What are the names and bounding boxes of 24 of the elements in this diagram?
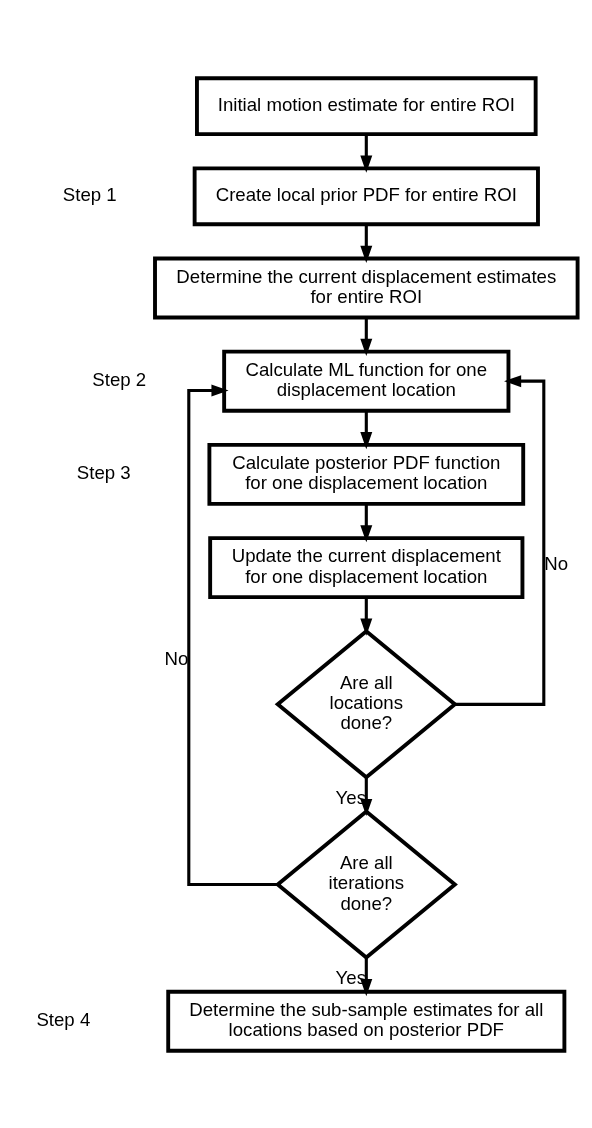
node-box: Determine the current displacement estimates for entire ROI [153,256,580,319]
arrow [187,384,278,886]
label: Step 2 [92,368,147,390]
arrow [360,596,373,636]
arrow [360,957,373,996]
arrow [360,223,373,263]
arrow [360,133,373,173]
arrow [360,503,373,542]
label: Step 3 [76,461,131,483]
node-box: Calculate posterior PDF function for one displacement location [207,442,526,506]
label: Step 1 [62,183,117,205]
node-box: Update the current displacement for one displacement location [208,535,525,599]
node-diamond: Are all iterations done? [274,808,458,960]
arrow [360,410,373,449]
node-box: Determine the sub-sample estimates for all locations based on posterior PDF [166,989,567,1053]
arrow [455,374,546,706]
node-box: Calculate ML function for one displacement location [222,349,511,413]
node-box: Initial motion estimate for entire ROI [195,75,538,136]
label: Step 4 [36,1008,91,1030]
edge-label: No [544,552,569,574]
arrow [360,317,373,356]
arrow [360,777,373,816]
node-box: Create local prior PDF for entire ROI [192,165,540,226]
node-diamond: Are all locations done? [274,628,458,780]
